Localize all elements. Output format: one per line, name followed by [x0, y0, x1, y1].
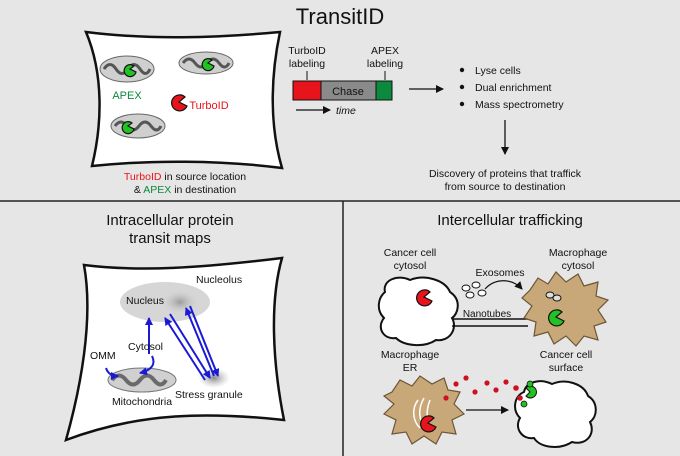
cytosol-label: Cytosol	[128, 341, 163, 353]
exosomes-label: Exosomes	[475, 267, 524, 279]
intracellular-cell: Nucleolus Nucleus Cytosol OMM Mitochondr…	[64, 256, 286, 443]
secreted-proteins	[443, 375, 509, 401]
macrophage-cytosol-label-2: cytosol	[562, 260, 595, 272]
mitochondrion-apex-3	[110, 113, 166, 139]
chase-label: Chase	[332, 86, 364, 98]
figure-title: TransitID	[296, 4, 384, 29]
turboid-labeling-label-2: labeling	[289, 58, 325, 70]
transit-arrows	[105, 305, 220, 381]
exosome-arrow	[484, 280, 523, 290]
nanotubes-label: Nanotubes	[463, 309, 511, 320]
labeling-timeline: TurboID labeling APEX labeling Chase tim…	[288, 45, 403, 117]
apex-labeling-bar	[375, 80, 393, 101]
macrophage-er-label-1: Macrophage	[381, 349, 440, 361]
apex-labeling-label-2: labeling	[367, 58, 403, 70]
step-1: Lyse cells	[475, 65, 521, 77]
left-panel-title-2: transit maps	[129, 230, 211, 247]
exosomes	[461, 281, 487, 299]
right-panel-title: Intercellular trafficking	[437, 212, 583, 229]
apex-labeling-label-1: APEX	[371, 45, 399, 57]
cancer-turboid-icon	[416, 289, 433, 307]
cancer-cytosol-label-1: Cancer cell	[384, 247, 437, 259]
steps-list: Lyse cells Dual enrichment Mass spectrom…	[459, 65, 564, 111]
stress-granule-label: Stress granule	[175, 389, 243, 401]
cancer-surface-label-2: surface	[549, 362, 584, 374]
turboid-labeling-bar	[292, 80, 322, 101]
surface-labels	[513, 380, 537, 408]
left-panel-title-1: Intracellular protein	[106, 212, 234, 229]
top-caption-line1: TurboID in source location	[124, 171, 246, 183]
step-3: Mass spectrometry	[475, 99, 564, 111]
turboid-pacman-icon	[171, 94, 188, 112]
cancer-cytosol-label-2: cytosol	[394, 260, 427, 272]
macrophage-er-label-2: ER	[403, 362, 418, 374]
time-label: time	[336, 105, 356, 117]
top-caption-line2: & APEX in destination	[134, 184, 236, 196]
nucleolus-label: Nucleolus	[196, 274, 242, 286]
cancer-cell-top	[377, 276, 459, 346]
nucleus-label: Nucleus	[126, 295, 164, 307]
apex-cell-label: APEX	[112, 90, 142, 102]
cancer-cell-bottom	[514, 380, 597, 448]
discovery-line1: Discovery of proteins that traffick	[429, 168, 582, 180]
turboid-cell-label: TurboID	[189, 100, 228, 112]
macrophage-cytosol-label-1: Macrophage	[549, 247, 608, 259]
omm-label: OMM	[90, 350, 116, 362]
top-cell: APEX TurboID	[84, 30, 284, 170]
er-turboid-icon	[420, 415, 437, 433]
discovery-line2: from source to destination	[445, 181, 566, 193]
mitochondria-label: Mitochondria	[112, 396, 172, 408]
turboid-labeling-label-1: TurboID	[288, 45, 326, 57]
macrophage-apex-icon	[548, 309, 565, 327]
macrophage-top	[521, 271, 610, 347]
step-2: Dual enrichment	[475, 82, 552, 94]
cancer-surface-label-1: Cancer cell	[540, 349, 593, 361]
macrophage-bottom	[382, 375, 466, 445]
mitochondrion-apex-1	[99, 55, 155, 83]
mitochondrion-apex-2	[178, 51, 234, 75]
